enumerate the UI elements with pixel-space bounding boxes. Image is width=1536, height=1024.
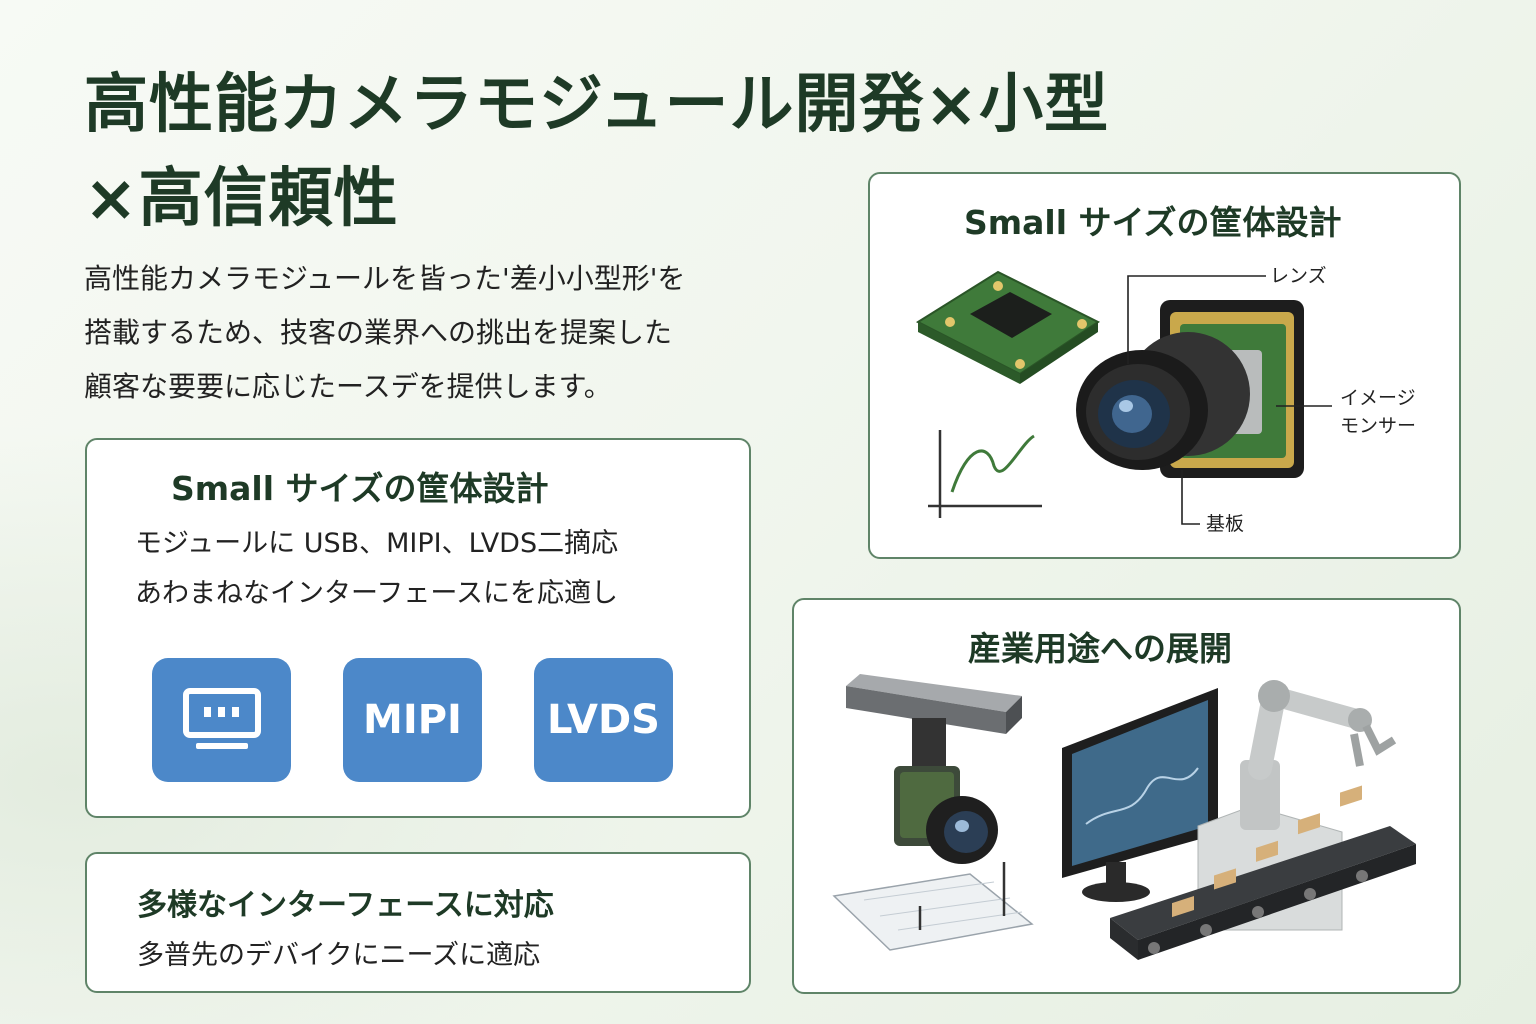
title-line-2: ×高信頼性 [84,162,399,236]
industrial-illustration [832,674,1416,960]
industrial-camera-icon [846,674,1022,864]
interface-card: Small サイズの筐体設計 モジュールに USB、MIPI、LVDS二摘応 あ… [85,438,751,818]
camera-module-illustration [915,270,1332,525]
title-line-1: 高性能カメラモジュール開発×小型 [84,68,1110,142]
monitor-icon [182,688,261,749]
interface-card-line: あわまねなインターフェースにを応適し [135,578,619,609]
board-callout: 基板 [1206,513,1245,535]
intro-line: 搭載するため、技客の業界への挑出を提案した [84,316,673,349]
page-title: 高性能カメラモジュール開発×小型 ×高信頼性 [84,58,1284,246]
diverse-card-text: 多普先のデバイクにニーズに適応 [137,940,541,971]
housing-design-card: Small サイズの筐体設計 [868,172,1461,559]
callout-lines [1127,275,1332,525]
graph-icon [928,430,1042,518]
lens-callout: レンズ [1270,265,1327,287]
sensor-callout-line2: モンサー [1340,415,1417,437]
monitor-display-icon [1062,688,1218,902]
housing-card-heading: Small サイズの筐体設計 [964,203,1342,242]
conveyor-belt-icon [1110,785,1416,960]
sensor-callout-line1: イメージ [1340,387,1416,409]
blueprint-sheet-icon [832,862,1034,951]
industrial-applications-card: 産業用途への展開 [792,598,1461,994]
diverse-interface-card: 多様なインターフェースに対応 多普先のデバイクにニーズに適応 [85,852,751,993]
interface-card-heading: Small サイズの筐体設計 [171,469,549,508]
intro-line: 高性能カメラモジュールを皆った'差小小型形'を [84,262,686,295]
usb-monitor-icon [152,658,291,782]
lvds-tile: LVDS [534,658,673,782]
camera-lens-icon [1076,300,1304,478]
diverse-card-heading: 多様なインターフェースに対応 [137,888,554,923]
intro-line: 顧客な要要に応じたースデを提供します。 [84,370,612,403]
interface-card-line: モジュールに USB、MIPI、LVDS二摘応 [135,528,619,559]
intro-paragraph: 高性能カメラモジュールを皆った'差小小型形'を 搭載するため、技客の業界への挑出… [84,252,804,414]
industry-card-heading: 産業用途への展開 [968,629,1232,668]
pcb-board-icon [915,270,1100,384]
mipi-tile: MIPI [343,658,482,782]
